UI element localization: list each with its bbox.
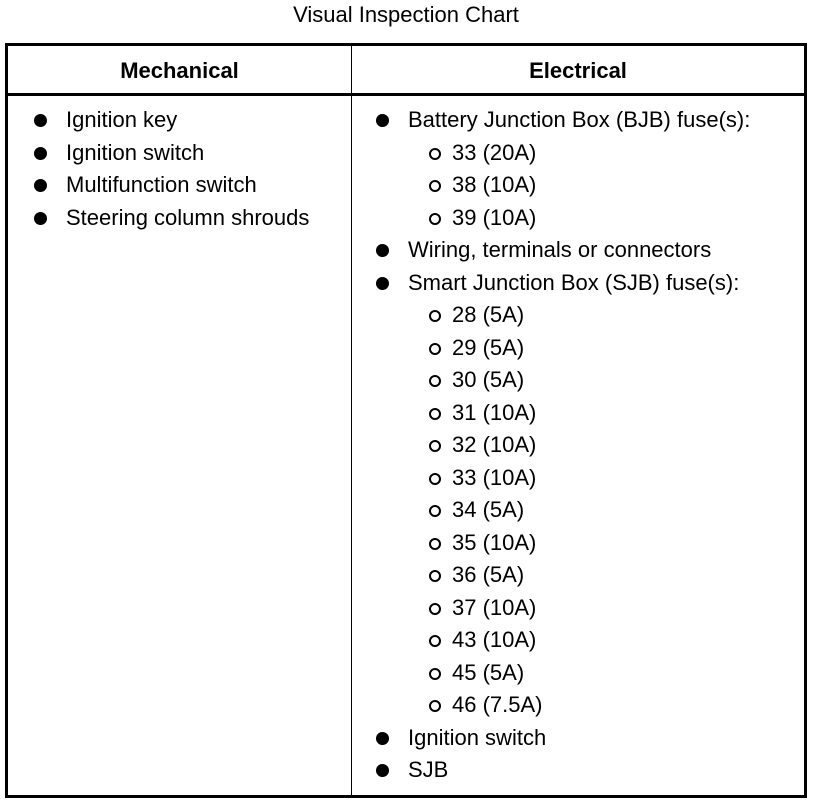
- column-divider: [351, 46, 352, 795]
- hollow-bullet-icon: [429, 310, 441, 322]
- sub-list-item: 45 (5A): [374, 657, 804, 690]
- hollow-bullet-icon: [429, 602, 441, 615]
- list-item-text: 29 (5A): [452, 334, 525, 360]
- list-item-text: 45 (5A): [452, 659, 525, 685]
- sub-list-item: 28 (5A): [374, 299, 804, 332]
- hollow-bullet-icon: [429, 407, 441, 420]
- filled-bullet-icon: [34, 211, 47, 225]
- list-item: SJB: [374, 754, 804, 787]
- list-item-text: 46 (7.5A): [452, 692, 543, 717]
- list-item-text: 32 (10A): [452, 432, 537, 457]
- sub-list-item: 29 (5A): [374, 332, 804, 365]
- filled-bullet-icon: [34, 179, 47, 192]
- list-item-text: 33 (20A): [452, 139, 537, 165]
- filled-bullet-icon: [34, 114, 47, 127]
- list-item-text: Battery Junction Box (BJB) fuse(s):: [408, 107, 751, 132]
- list-item-text: Steering column shrouds: [66, 204, 310, 230]
- filled-bullet-icon: [376, 244, 389, 257]
- list-item-text: Ignition key: [66, 107, 178, 132]
- list-item: Smart Junction Box (SJB) fuse(s):: [374, 267, 804, 300]
- sub-list-item: 39 (10A): [374, 202, 804, 235]
- hollow-bullet-icon: [429, 180, 441, 192]
- list-item-text: Wiring, terminals or connectors: [408, 237, 712, 262]
- list-item-text: 28 (5A): [452, 302, 525, 327]
- mechanical-header: Mechanical: [120, 58, 239, 83]
- hollow-bullet-icon: [429, 570, 441, 582]
- hollow-bullet-icon: [429, 212, 441, 225]
- sub-list-item: 33 (20A): [374, 137, 804, 170]
- list-item-text: 43 (10A): [452, 627, 537, 652]
- hollow-bullet-icon: [429, 375, 441, 387]
- list-item: Battery Junction Box (BJB) fuse(s):: [374, 104, 804, 137]
- list-item-text: Smart Junction Box (SJB) fuse(s):: [408, 269, 740, 295]
- list-item: Wiring, terminals or connectors: [374, 234, 804, 267]
- hollow-bullet-icon: [429, 537, 441, 550]
- hollow-bullet-icon: [429, 472, 441, 485]
- sub-list-item: 30 (5A): [374, 364, 804, 397]
- list-item-text: Ignition switch: [408, 724, 547, 750]
- electrical-list: Battery Junction Box (BJB) fuse(s): 33 (2…: [374, 104, 804, 787]
- header-divider: [8, 93, 804, 96]
- filled-bullet-icon: [34, 146, 47, 160]
- filled-bullet-icon: [376, 731, 389, 745]
- list-item-text: 39 (10A): [452, 204, 537, 230]
- list-item-text: 33 (10A): [452, 464, 537, 490]
- list-item-text: 31 (10A): [452, 399, 537, 425]
- list-item: Ignition key: [32, 104, 350, 137]
- sub-list-item: 33 (10A): [374, 462, 804, 495]
- hollow-bullet-icon: [429, 505, 441, 517]
- hollow-bullet-icon: [429, 667, 441, 680]
- sub-list-item: 32 (10A): [374, 429, 804, 462]
- hollow-bullet-icon: [429, 342, 441, 355]
- filled-bullet-icon: [376, 764, 389, 777]
- list-item: Ignition switch: [374, 722, 804, 755]
- list-item-text: SJB: [408, 757, 449, 782]
- list-item: Steering column shrouds: [32, 202, 350, 235]
- hollow-bullet-icon: [429, 635, 441, 647]
- hollow-bullet-icon: [429, 440, 441, 452]
- list-item-text: 34 (5A): [452, 497, 525, 522]
- list-item-text: 38 (10A): [452, 172, 537, 197]
- list-item-text: 36 (5A): [452, 562, 525, 587]
- filled-bullet-icon: [376, 114, 389, 127]
- electrical-header: Electrical: [529, 58, 627, 83]
- sub-list-item: 43 (10A): [374, 624, 804, 657]
- sub-list-item: 31 (10A): [374, 397, 804, 430]
- list-item-text: 37 (10A): [452, 594, 537, 620]
- sub-list-item: 34 (5A): [374, 494, 804, 527]
- sub-list-item: 46 (7.5A): [374, 689, 804, 722]
- sub-list-item: 35 (10A): [374, 527, 804, 560]
- sub-list-item: 36 (5A): [374, 559, 804, 592]
- filled-bullet-icon: [376, 276, 389, 290]
- list-item-text: 35 (10A): [452, 529, 537, 555]
- list-item-text: 30 (5A): [452, 367, 525, 392]
- sub-list-item: 38 (10A): [374, 169, 804, 202]
- sub-list-item: 37 (10A): [374, 592, 804, 625]
- list-item: Multifunction switch: [32, 169, 350, 202]
- list-item-text: Multifunction switch: [66, 172, 257, 197]
- list-item-text: Ignition switch: [66, 139, 205, 165]
- hollow-bullet-icon: [429, 700, 441, 712]
- hollow-bullet-icon: [429, 147, 441, 160]
- list-item: Ignition switch: [32, 137, 350, 170]
- chart-title: Visual Inspection Chart: [293, 2, 519, 27]
